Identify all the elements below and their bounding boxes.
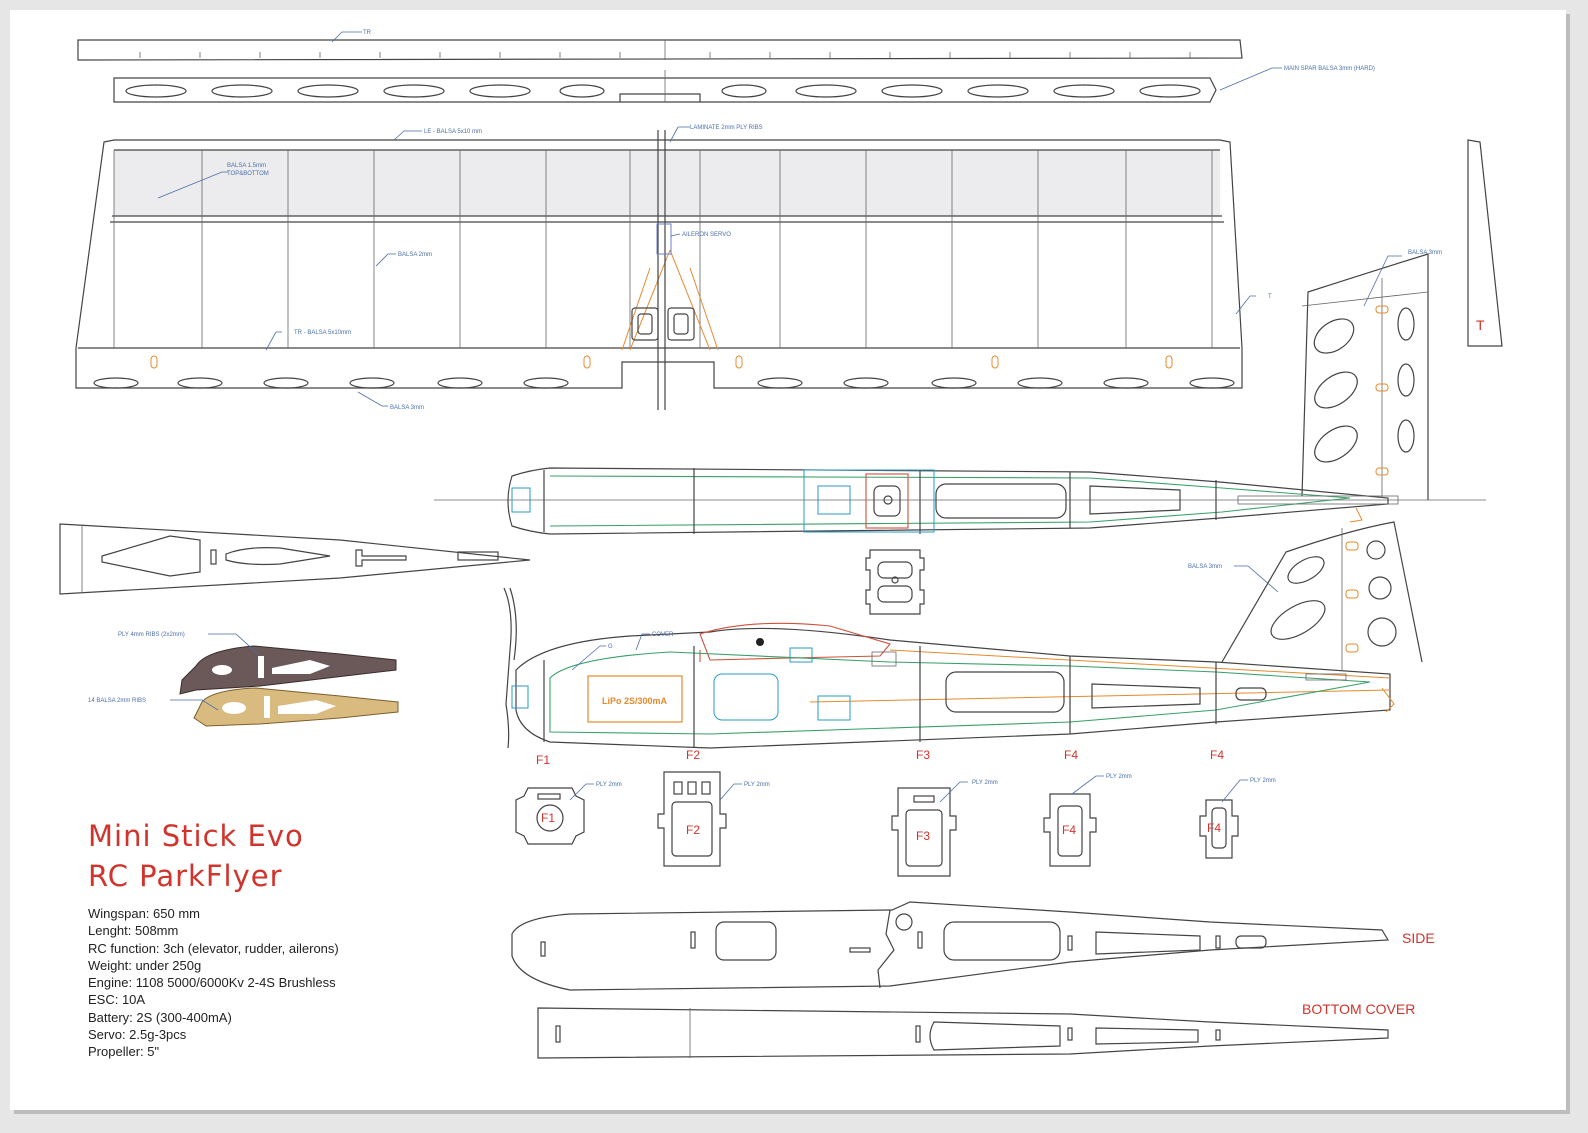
former-labels: F1 F2 F3 F4 F4 (536, 748, 1224, 767)
former-label-f4a: F4 (1064, 748, 1078, 762)
wing-ribs: PLY 4mm RIBS (2x2mm) 14 BALSA 2mm RIBS (88, 632, 399, 727)
spec-length: Lenght: 508mm (88, 923, 179, 939)
spec-servo: Servo: 2.5g-3pcs (88, 1027, 187, 1043)
former-f3-label: F3 (916, 829, 930, 843)
spec-rc-function: RC function: 3ch (elevator, rudder, aile… (88, 940, 339, 956)
title-line-1: Mini Stick Evo (88, 819, 304, 853)
former-f4b-label: F4 (1207, 821, 1221, 835)
main-spar: MAIN SPAR BALSA 3mm (HARD) (113, 66, 1375, 103)
former-f4b: F4 PLY 2mm (1199, 778, 1276, 859)
aileron-servo-callout: AILERON SERVO (682, 232, 731, 238)
battery-label: LiPo 2S/300mA (602, 696, 668, 706)
t-callout: T (1268, 294, 1272, 300)
main-spar-callout: MAIN SPAR BALSA 3mm (HARD) (1284, 66, 1375, 72)
side-panel: SIDE (511, 901, 1435, 991)
balsa-sheet-callout-2: TOP&BOTTOM (227, 171, 269, 177)
former-f4a-label: F4 (1062, 823, 1076, 837)
wing-plan: LE - BALSA 5x10 mm LAMINATE 2mm PLY RIBS… (75, 125, 1272, 411)
spec-esc: ESC: 10A (88, 992, 146, 1008)
balsa-sheet-callout-1: BALSA 1.5mm (227, 163, 266, 169)
cover-callout: COVER (652, 632, 674, 638)
former-label-f4b: F4 (1210, 748, 1224, 762)
balsa-3mm-wing-callout: BALSA 3mm (390, 405, 424, 411)
plan-title: Mini Stick Evo RC ParkFlyer (88, 816, 304, 896)
title-line-2: RC ParkFlyer (88, 859, 283, 893)
plan-sheet: TR MAIN SPAR BALSA 3mm (HARD) (10, 10, 1566, 1110)
bottom-cover: BOTTOM COVER (537, 1001, 1415, 1059)
former-label-f1: F1 (536, 753, 550, 767)
spec-engine: Engine: 1108 5000/6000Kv 2-4S Brushless (88, 975, 336, 991)
te-callout: TR (363, 30, 372, 36)
balsa-3mm-tail-callout: BALSA 3mm (1408, 250, 1442, 256)
ply-ribs-callout: PLY 4mm RIBS (2x2mm) (118, 632, 185, 638)
bottom-cover-label: BOTTOM COVER (1302, 1001, 1415, 1017)
bulkhead-top (865, 549, 925, 615)
fuselage-side-view: BALSA 3mm LiPo 2S/300mA G COVER (503, 521, 1423, 749)
tr-balsa-callout: TR - BALSA 5x10mm (294, 330, 351, 336)
le-callout: LE - BALSA 5x10 mm (424, 129, 482, 135)
former-label-f3: F3 (916, 748, 930, 762)
former-f4a: F4 PLY 2mm (1043, 774, 1132, 867)
ply-f4a-callout: PLY 2mm (1106, 774, 1132, 780)
plan-drawing: TR MAIN SPAR BALSA 3mm (HARD) (59, 30, 1503, 1059)
fuselage-doubler (59, 523, 531, 595)
spec-wingspan: Wingspan: 650 mm (88, 906, 200, 921)
former-label-f2: F2 (686, 748, 700, 762)
fuselage-top-view: BALSA 3mm (434, 250, 1486, 535)
trailing-edge-strip: TR (77, 30, 1243, 61)
ply-f2-callout: PLY 2mm (744, 782, 770, 788)
side-label: SIDE (1402, 930, 1435, 946)
ply-f1-callout: PLY 2mm (596, 782, 622, 788)
former-f1-label: F1 (541, 811, 555, 825)
balsa-3mm-fin-callout: BALSA 3mm (1188, 564, 1222, 570)
former-f1: F1 PLY 2mm (515, 782, 622, 845)
spec-propeller: Propeller: 5" (88, 1044, 160, 1060)
spec-list: Wingspan: 650 mm Lenght: 508mm RC functi… (88, 905, 339, 1061)
spec-weight: Weight: under 250g (88, 957, 202, 973)
laminate-callout: LAMINATE 2mm PLY RIBS (690, 125, 763, 131)
ply-f3-callout: PLY 2mm (972, 780, 998, 786)
ply-f4b-callout: PLY 2mm (1250, 778, 1276, 784)
former-f2-label: F2 (686, 823, 700, 837)
balsa-2mm-callout: BALSA 2mm (398, 252, 432, 258)
tail-letter: T (1476, 317, 1485, 333)
wing-tip-block: T (1467, 139, 1503, 347)
former-f3: F3 PLY 2mm (891, 780, 998, 877)
balsa-ribs-callout: 14 BALSA 2mm RIBS (88, 698, 146, 704)
former-f2: F2 PLY 2mm (657, 771, 770, 867)
spec-battery: Battery: 2S (300-400mA) (88, 1009, 232, 1025)
g-callout: G (608, 644, 613, 650)
